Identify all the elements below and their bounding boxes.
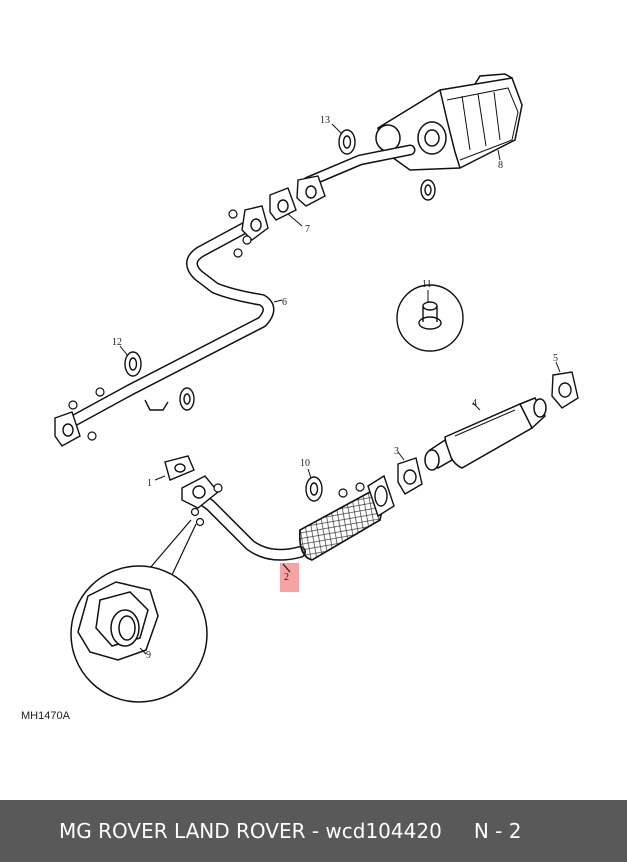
footer-bar: MG ROVER LAND ROVER - wcd104420 N - 2 xyxy=(0,800,627,862)
callout-1: 1 xyxy=(147,478,152,489)
detail-circle-11 xyxy=(396,284,464,352)
detail-circle-9-flange-nut xyxy=(70,565,208,703)
callout-7: 7 xyxy=(305,224,310,235)
callout-9: 9 xyxy=(146,650,151,661)
flange-nuts xyxy=(68,209,252,441)
front-pipe-flex-section xyxy=(299,491,382,561)
callout-11: 11 xyxy=(422,279,432,290)
flange-gasket-7 xyxy=(269,175,326,221)
gasket-5 xyxy=(551,371,579,409)
footer-page-code: N - 2 xyxy=(473,819,522,843)
catalytic-converter xyxy=(424,397,547,471)
diagram-reference-code: MH1470A xyxy=(21,710,70,722)
callout-8: 8 xyxy=(498,160,503,171)
callout-4: 4 xyxy=(472,398,477,409)
callout-12: 12 xyxy=(112,337,122,348)
rubber-mounting-13 xyxy=(338,129,356,155)
rubber-mounting-12 xyxy=(124,351,195,411)
footer-title: MG ROVER LAND ROVER - wcd104420 xyxy=(59,819,442,843)
gasket-3 xyxy=(397,457,423,495)
rubber-mounting-10 xyxy=(305,476,323,502)
callout-6: 6 xyxy=(282,297,287,308)
exhaust-system-diagram: 1 2 3 4 5 6 7 8 9 10 11 12 13 xyxy=(54,73,579,703)
callout-3: 3 xyxy=(394,446,399,457)
callout-2: 2 xyxy=(284,572,289,583)
callout-10: 10 xyxy=(300,458,310,469)
callout-5: 5 xyxy=(553,353,558,364)
part-2-highlight xyxy=(280,563,299,592)
callout-13: 13 xyxy=(320,115,330,126)
